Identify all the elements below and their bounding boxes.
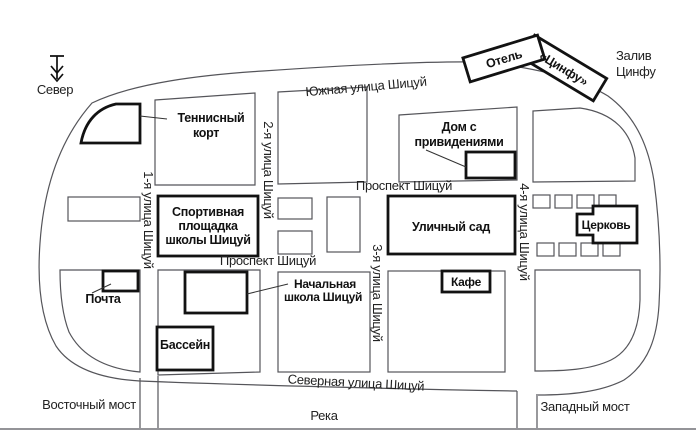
label-tennis-1: Теннисный	[178, 111, 245, 125]
lot-middle-3	[326, 196, 361, 253]
building-sports-ground	[156, 194, 260, 258]
building-hotel: Отель «Цинфу»	[461, 33, 609, 103]
river-north-bank	[139, 380, 518, 392]
building-primary-school	[183, 270, 249, 315]
label-bay-1: Залив	[616, 48, 652, 63]
leader-tennis	[139, 115, 168, 120]
label-west-bridge: Западный мост	[540, 399, 629, 414]
building-church	[575, 204, 639, 245]
label-street-4: 4-я улица Шицуй	[517, 183, 532, 280]
block-school-label	[277, 271, 371, 373]
ring-road-outline	[38, 61, 661, 396]
lot-middle-1	[277, 197, 313, 220]
label-bay-2: Цинфу	[616, 64, 656, 79]
label-school-1: Начальная	[294, 277, 356, 291]
label-church: Церковь	[582, 218, 631, 232]
block-top-right	[532, 107, 636, 183]
building-haunted-house	[464, 150, 517, 180]
label-street-2: 2-я улица Шицуй	[261, 121, 276, 218]
cottage-row-lower	[536, 242, 621, 257]
label-street-north: Северная улица Шицуй	[287, 371, 424, 393]
label-sports-1: Спортивная	[172, 205, 244, 219]
label-haunted-2: привидениями	[415, 135, 504, 149]
label-avenue-upper: Проспект Шицуй	[356, 178, 452, 193]
building-pool	[155, 325, 215, 372]
block-tennis-label	[154, 92, 256, 186]
east-bridge-lines	[139, 376, 159, 428]
lot-middle-2	[277, 230, 313, 255]
label-haunted-1: Дом с	[442, 120, 477, 134]
label-river: Река	[310, 408, 338, 423]
label-avenue-lower: Проспект Шицуй	[220, 253, 316, 268]
leader-post	[91, 283, 112, 294]
leader-haunted	[425, 149, 467, 168]
building-cafe	[440, 269, 492, 294]
compass-label: Север	[37, 82, 73, 97]
label-post: Почта	[85, 292, 121, 306]
block-post	[59, 269, 141, 373]
label-garden: Уличный сад	[412, 220, 490, 234]
block-bottom-right	[534, 269, 641, 372]
north-arrow-icon	[50, 55, 64, 83]
west-bridge-lines	[516, 391, 538, 428]
label-sports-3: школы Шицуй	[165, 233, 250, 247]
label-sports-2: площадка	[178, 219, 239, 233]
label-east-bridge: Восточный мост	[42, 397, 136, 412]
label-school-2: школа Шицуй	[284, 290, 362, 304]
building-post-office	[101, 269, 140, 293]
label-street-1: 1-я улица Шицуй	[141, 171, 156, 268]
label-street-3: 3-я улица Шицуй	[370, 244, 385, 341]
block-top-2	[277, 86, 368, 185]
leader-school	[246, 283, 289, 295]
label-cafe: Кафе	[451, 275, 482, 289]
building-street-garden	[386, 194, 517, 256]
lot-west-strip	[67, 196, 141, 222]
building-tennis-court	[79, 102, 142, 145]
label-tennis-2: корт	[193, 126, 219, 140]
label-pool: Бассейн	[160, 338, 210, 352]
